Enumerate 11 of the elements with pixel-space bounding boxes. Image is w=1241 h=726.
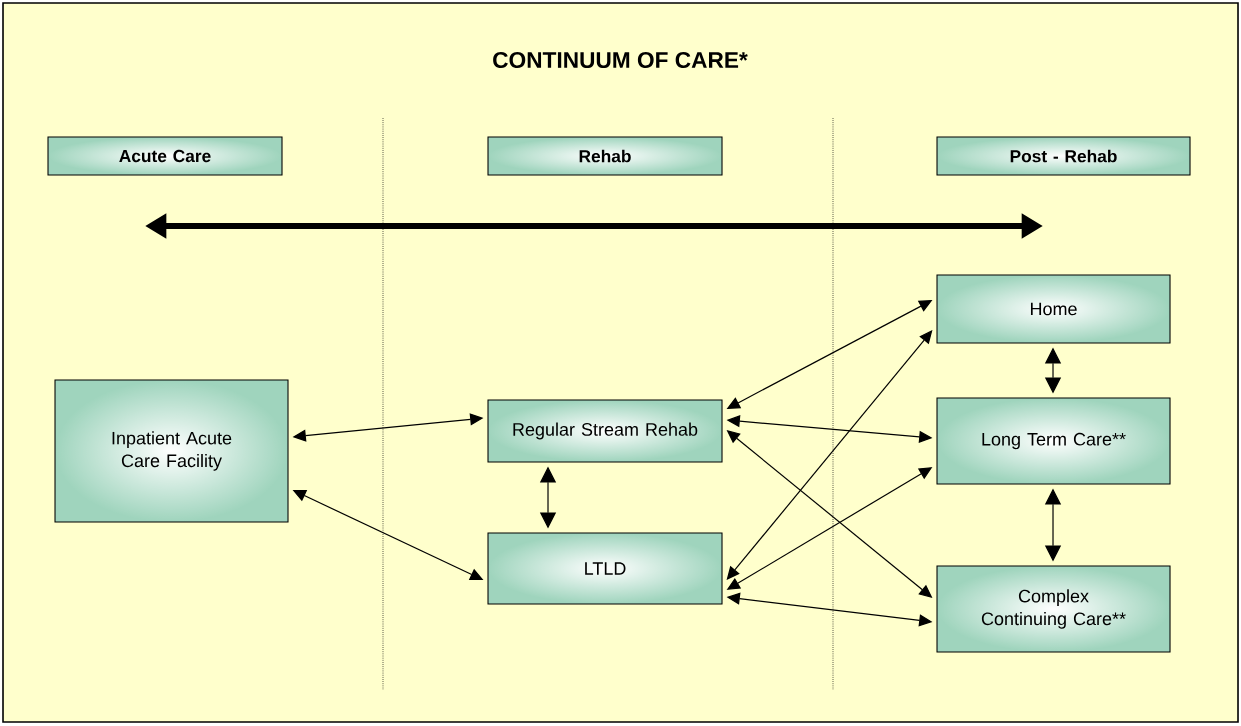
- arrow: [726, 330, 933, 580]
- process-box: Complex Continuing Care**: [936, 565, 1171, 653]
- process-box: Regular Stream Rehab: [487, 399, 723, 463]
- process-box: LTLD: [487, 532, 723, 605]
- stage-header: Acute Care: [47, 136, 283, 176]
- stage-header: Rehab: [487, 136, 723, 176]
- title: CONTINUUM OF CARE*: [493, 52, 748, 69]
- process-box: Inpatient Acute Care Facility: [54, 379, 289, 523]
- stage-header: Post - Rehab: [936, 136, 1191, 176]
- process-box: Long Term Care**: [936, 397, 1171, 485]
- process-box: Home: [936, 274, 1171, 344]
